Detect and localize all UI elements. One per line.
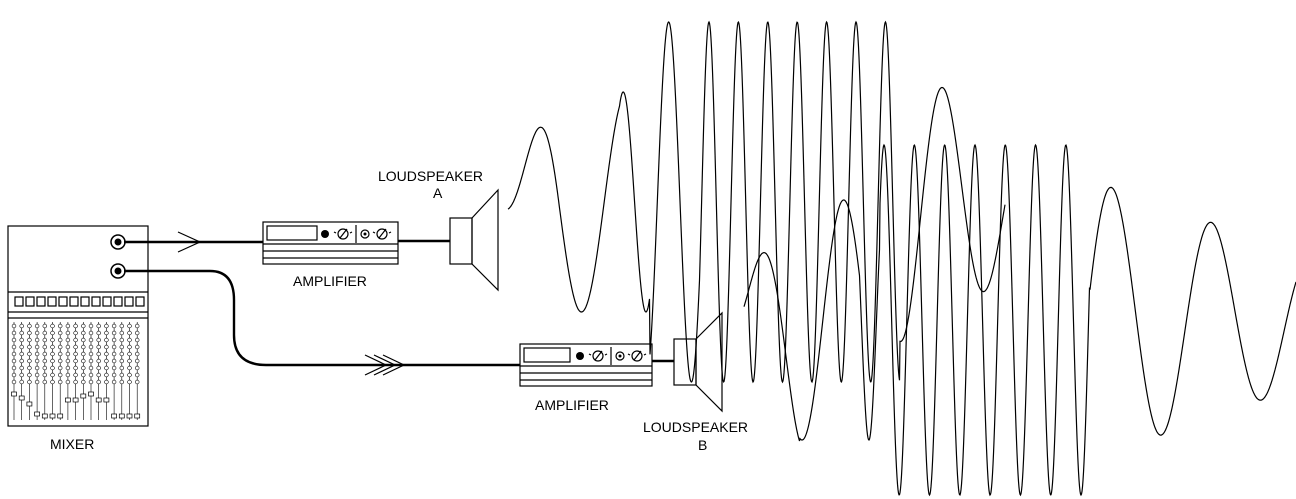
- amplifier-b-knob-3: [627, 350, 647, 362]
- loudspeaker-b-sublabel: B: [698, 437, 707, 453]
- loudspeaker-b: LOUDSPEAKER B: [643, 311, 748, 453]
- mixer-label: MIXER: [50, 436, 94, 452]
- loudspeaker-b-label: LOUDSPEAKER: [643, 419, 748, 435]
- mixer: MIXER: [7, 225, 149, 452]
- mixer-output-jack-b: [110, 263, 126, 279]
- sound-wave-b: [743, 143, 1296, 497]
- amplifier-b: AMPLIFIER: [519, 343, 653, 413]
- loudspeaker-a-sublabel: A: [433, 185, 443, 201]
- amplifier-a-knob-3: [372, 228, 392, 240]
- amplifier-b-knob-2: [615, 351, 625, 361]
- amplifier-a-label: AMPLIFIER: [293, 273, 367, 289]
- mixer-channel-buttons: [14, 296, 145, 307]
- loudspeaker-a-label: LOUDSPEAKER: [378, 168, 483, 184]
- loudspeaker-a: LOUDSPEAKER A: [378, 168, 499, 292]
- amplifier-b-label: AMPLIFIER: [535, 397, 609, 413]
- amplifier-a: AMPLIFIER: [262, 221, 399, 289]
- mixer-channel-strips: [11, 322, 141, 420]
- mixer-output-jack-a: [110, 234, 126, 250]
- amplifier-a-knob-2: [360, 229, 370, 239]
- amplifier-a-knob-1: [333, 228, 353, 240]
- amplifier-b-knob-1: [588, 350, 608, 362]
- cable-a: [124, 231, 263, 253]
- cable-b: [124, 269, 520, 376]
- sound-wave-a: [507, 20, 1006, 384]
